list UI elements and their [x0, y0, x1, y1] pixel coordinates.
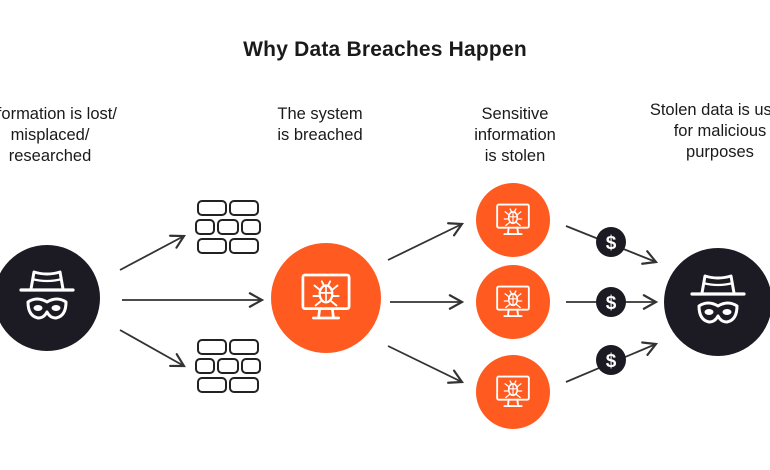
stolen-data-icon-top [476, 183, 550, 257]
malicious-actor-icon [664, 248, 770, 356]
dollar-coin-icon [596, 287, 626, 317]
stolen-data-icon-middle [476, 265, 550, 339]
stolen-data-icon-bottom [476, 355, 550, 429]
dollar-coin-icon [596, 227, 626, 257]
diagram-title: Why Data Breaches Happen [243, 38, 527, 61]
brick-wall-icon [195, 200, 261, 254]
stage-label-stolen: Sensitive information is stolen [474, 105, 556, 165]
stage-label-breached: The system is breached [277, 105, 363, 144]
hacker-icon [0, 245, 100, 351]
brick-wall-icon [195, 339, 261, 393]
dollar-coin-icon [596, 345, 626, 375]
stage-label-malicious: Stolen data is used for malicious purpos… [649, 101, 770, 161]
breached-system-icon [271, 243, 381, 353]
arrow-system-to-data-top [387, 222, 464, 261]
stage-label-lost: Information is lost/ misplaced/ research… [0, 105, 117, 165]
arrow-hacker-to-wall-bottom [119, 329, 186, 368]
arrow-system-to-data-bottom [387, 345, 464, 384]
arrow-hacker-to-wall-top [119, 234, 186, 271]
